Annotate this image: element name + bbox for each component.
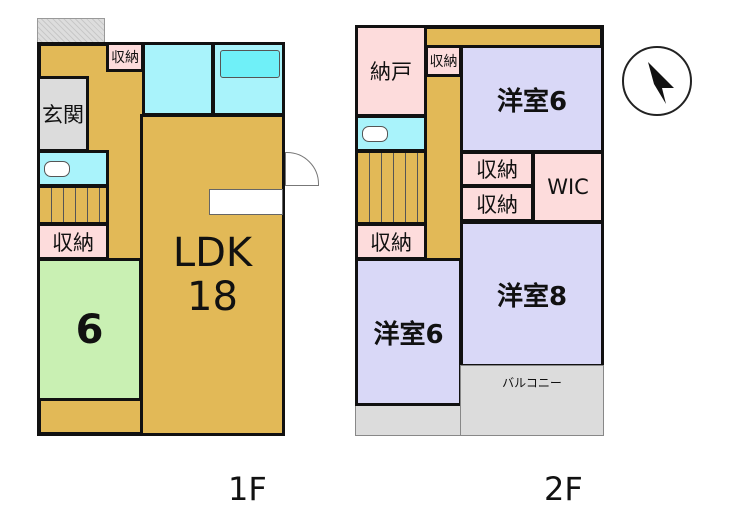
north-arrow-icon <box>648 62 674 104</box>
nando: 納戸 <box>355 25 427 117</box>
kitchen-counter-icon <box>209 189 283 215</box>
toilet-1f <box>37 150 109 187</box>
door-icon <box>285 152 319 186</box>
floor-label-1f: 1F <box>228 470 267 508</box>
entrance: 玄関 <box>37 76 89 152</box>
storage-2f-a: 収納 <box>460 151 534 187</box>
ldk: LDK 18 <box>140 114 285 436</box>
japanese-room: 6 <box>37 258 142 401</box>
balcony: バルコニー <box>460 365 604 436</box>
storage-2f-top: 収納 <box>425 45 462 77</box>
floor-label-2f: 2F <box>544 470 583 508</box>
walk-in-closet: WIC <box>532 151 604 223</box>
ldk-size: 18 <box>187 274 238 320</box>
bathtub-icon <box>220 50 280 78</box>
toilet-2f <box>355 115 427 152</box>
storage-1f-top: 収納 <box>106 42 144 72</box>
western-room-6-south: 洋室6 <box>355 258 462 406</box>
western-room-6-north: 洋室6 <box>460 45 604 153</box>
ldk-label: LDK <box>172 230 253 276</box>
toilet-icon <box>44 161 70 177</box>
western-room-8: 洋室8 <box>460 221 604 367</box>
bathroom <box>212 42 285 116</box>
stairs-2f <box>355 150 427 225</box>
stairs-1f <box>37 185 109 225</box>
storage-2f-left: 収納 <box>355 223 427 260</box>
washroom <box>142 42 214 116</box>
storage-1f: 収納 <box>37 223 109 260</box>
toilet-icon <box>362 126 388 142</box>
storage-2f-b: 収納 <box>460 185 534 222</box>
compass <box>622 46 692 116</box>
